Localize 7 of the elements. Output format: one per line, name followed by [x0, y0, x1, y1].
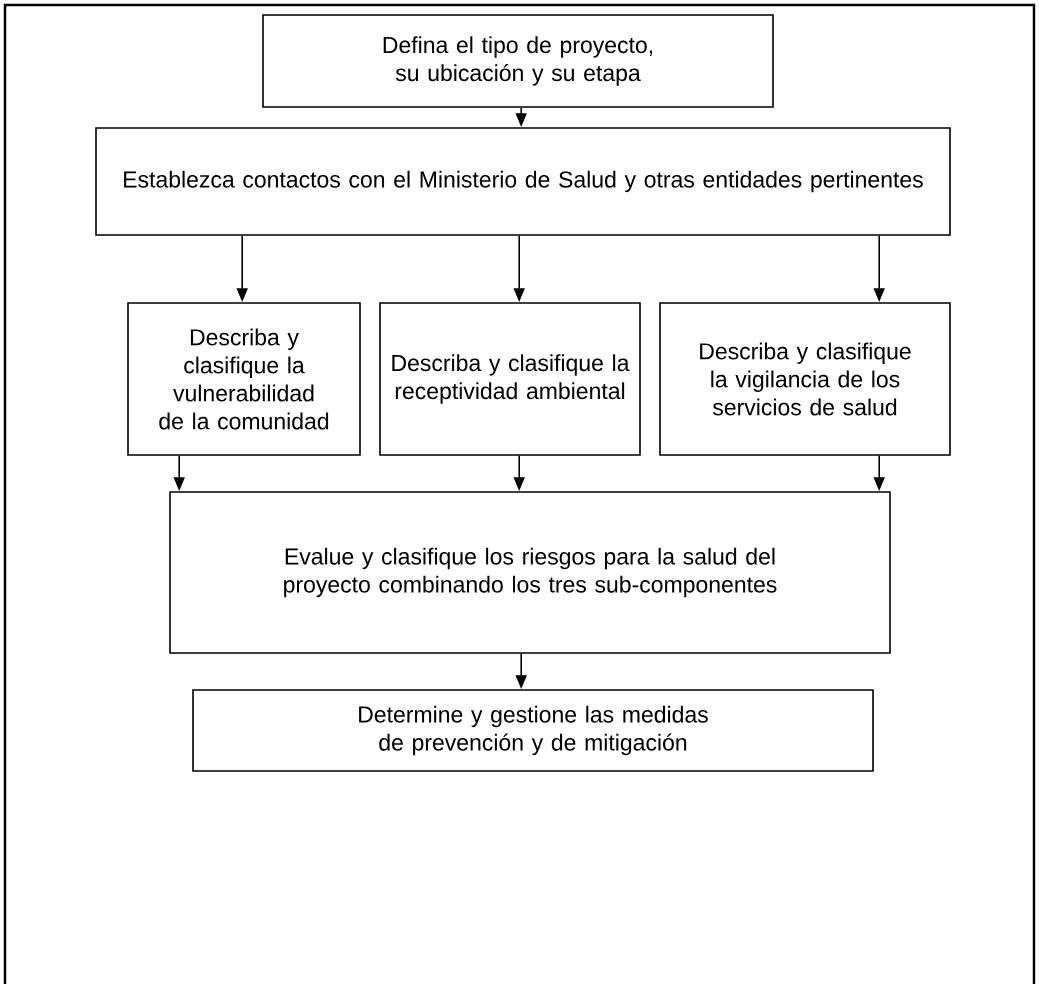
process-box: Determine y gestione las medidas de prevención y de mitigación	[192, 689, 874, 772]
process-box: Defina el tipo de proyecto, su ubicación y su etapa	[262, 14, 774, 108]
process-box: Describa y clasifique la receptividad ambiental	[379, 302, 641, 456]
process-box: Describa y clasifique la vulnerabilidad de la comunidad	[127, 302, 361, 456]
process-box: Establezca contactos con el Ministerio de Salud y otras entidades pertinentes	[95, 127, 951, 236]
process-box: Evalue y clasifique los riesgos para la salud del proyecto combinando los tres sub-componentes	[169, 491, 891, 654]
process-box: Describa y clasifique la vigilancia de los servicios de salud	[659, 302, 951, 456]
